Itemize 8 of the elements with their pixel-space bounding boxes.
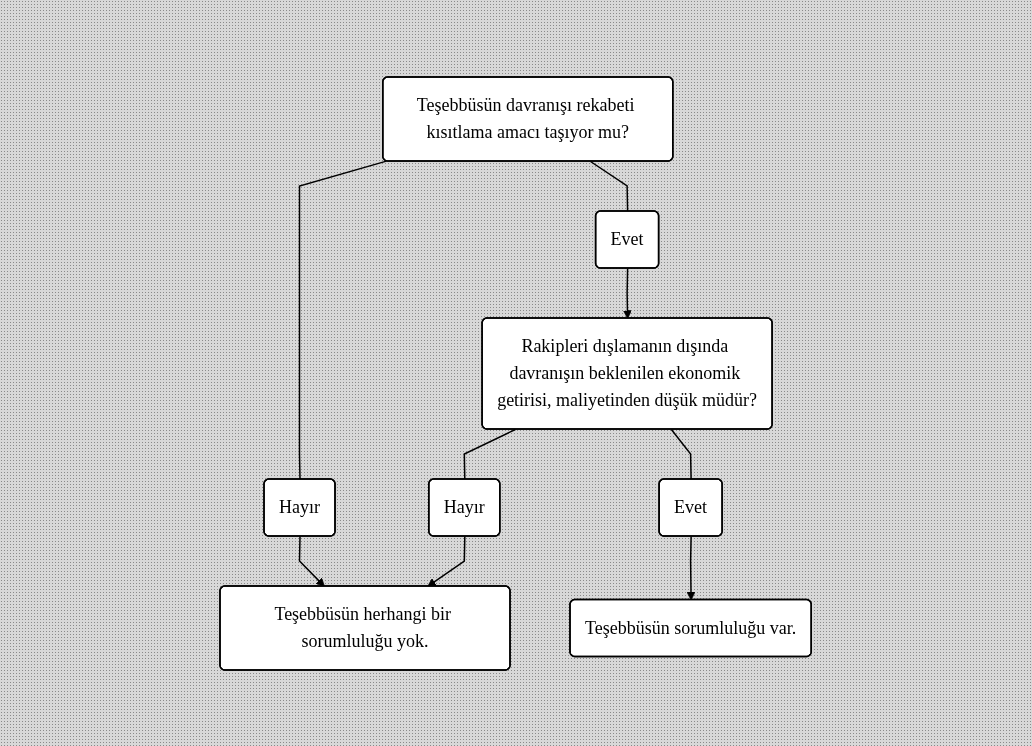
connector [299, 159, 388, 480]
connector [671, 428, 693, 480]
connector [590, 160, 629, 212]
arrow [623, 267, 633, 319]
arrow [687, 535, 696, 600]
arrow [299, 535, 326, 587]
connector [463, 428, 517, 480]
arrow [427, 535, 466, 587]
